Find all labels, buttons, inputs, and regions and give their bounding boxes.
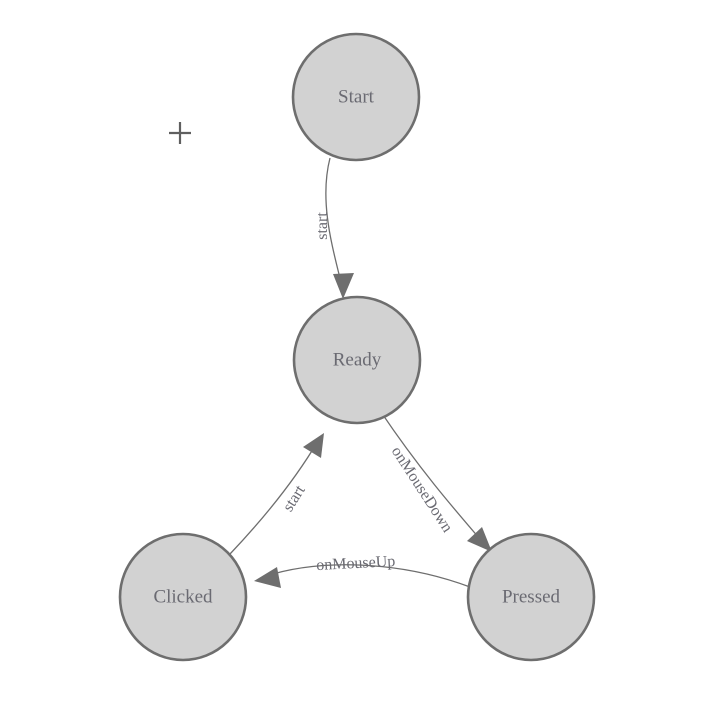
- edge-path: [380, 411, 487, 547]
- node-circle: [466, 532, 596, 662]
- node-circle: [292, 295, 422, 425]
- edge-start-to-ready[interactable]: start: [314, 157, 354, 299]
- state-node-start[interactable]: Start: [291, 32, 421, 162]
- state-node-clicked[interactable]: Clicked: [118, 532, 248, 662]
- edge-label-onmouseup: onMouseUp: [316, 553, 396, 574]
- edge-label-start-clicked: start: [280, 482, 309, 515]
- node-label-pressed: Pressed: [502, 586, 561, 607]
- arrowhead-icon: [254, 567, 281, 588]
- arrowhead-icon: [333, 273, 354, 299]
- arrowhead-icon: [467, 527, 492, 552]
- edge-path: [229, 440, 319, 555]
- arrowhead-icon: [303, 433, 324, 458]
- edge-path: [262, 564, 471, 588]
- edge-pressed-to-clicked[interactable]: onMouseUp: [254, 553, 471, 588]
- node-circle: [291, 32, 421, 162]
- edge-clicked-to-ready[interactable]: start: [229, 433, 324, 555]
- node-label-ready: Ready: [333, 349, 382, 370]
- state-node-ready[interactable]: Ready: [292, 295, 422, 425]
- node-circle: [118, 532, 248, 662]
- edge-label-start: start: [314, 212, 331, 240]
- state-node-pressed[interactable]: Pressed: [466, 532, 596, 662]
- node-label-clicked: Clicked: [153, 586, 213, 607]
- edge-ready-to-pressed[interactable]: onMouseDown: [380, 411, 492, 552]
- crosshair-marker: [169, 122, 191, 144]
- edge-label-onmousedown: onMouseDown: [388, 444, 456, 536]
- node-label-start: Start: [338, 86, 375, 107]
